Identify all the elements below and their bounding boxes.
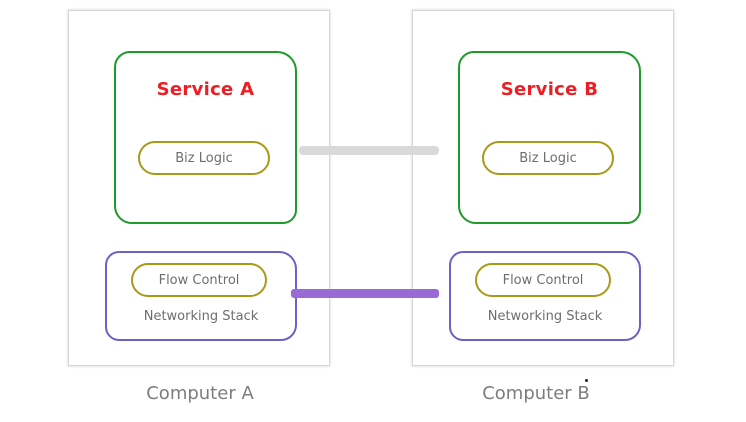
computer-b-panel: Service B Biz Logic Flow Control Network… [412, 10, 674, 366]
computer-a-panel: Service A Biz Logic Flow Control Network… [68, 10, 330, 366]
networking-stack-b-label: Networking Stack [487, 309, 603, 324]
service-a-title: Service A [156, 79, 255, 100]
service-b-title: Service B [500, 79, 599, 100]
service-a-box: Service A Biz Logic [114, 51, 297, 224]
networking-stack-b-box: Flow Control Networking Stack [449, 251, 641, 341]
service-b-box: Service B Biz Logic [458, 51, 641, 224]
computer-b-label: Computer B [482, 383, 590, 404]
flow-control-b: Flow Control [475, 263, 611, 297]
service-logical-connection [299, 146, 439, 155]
stray-dot [585, 379, 588, 382]
networking-stack-a-label: Networking Stack [143, 309, 259, 324]
biz-logic-a: Biz Logic [138, 141, 270, 175]
networking-stack-a-box: Flow Control Networking Stack [105, 251, 297, 341]
biz-logic-b: Biz Logic [482, 141, 614, 175]
computer-a-label: Computer A [146, 383, 254, 404]
network-physical-connection [291, 289, 439, 298]
flow-control-a: Flow Control [131, 263, 267, 297]
